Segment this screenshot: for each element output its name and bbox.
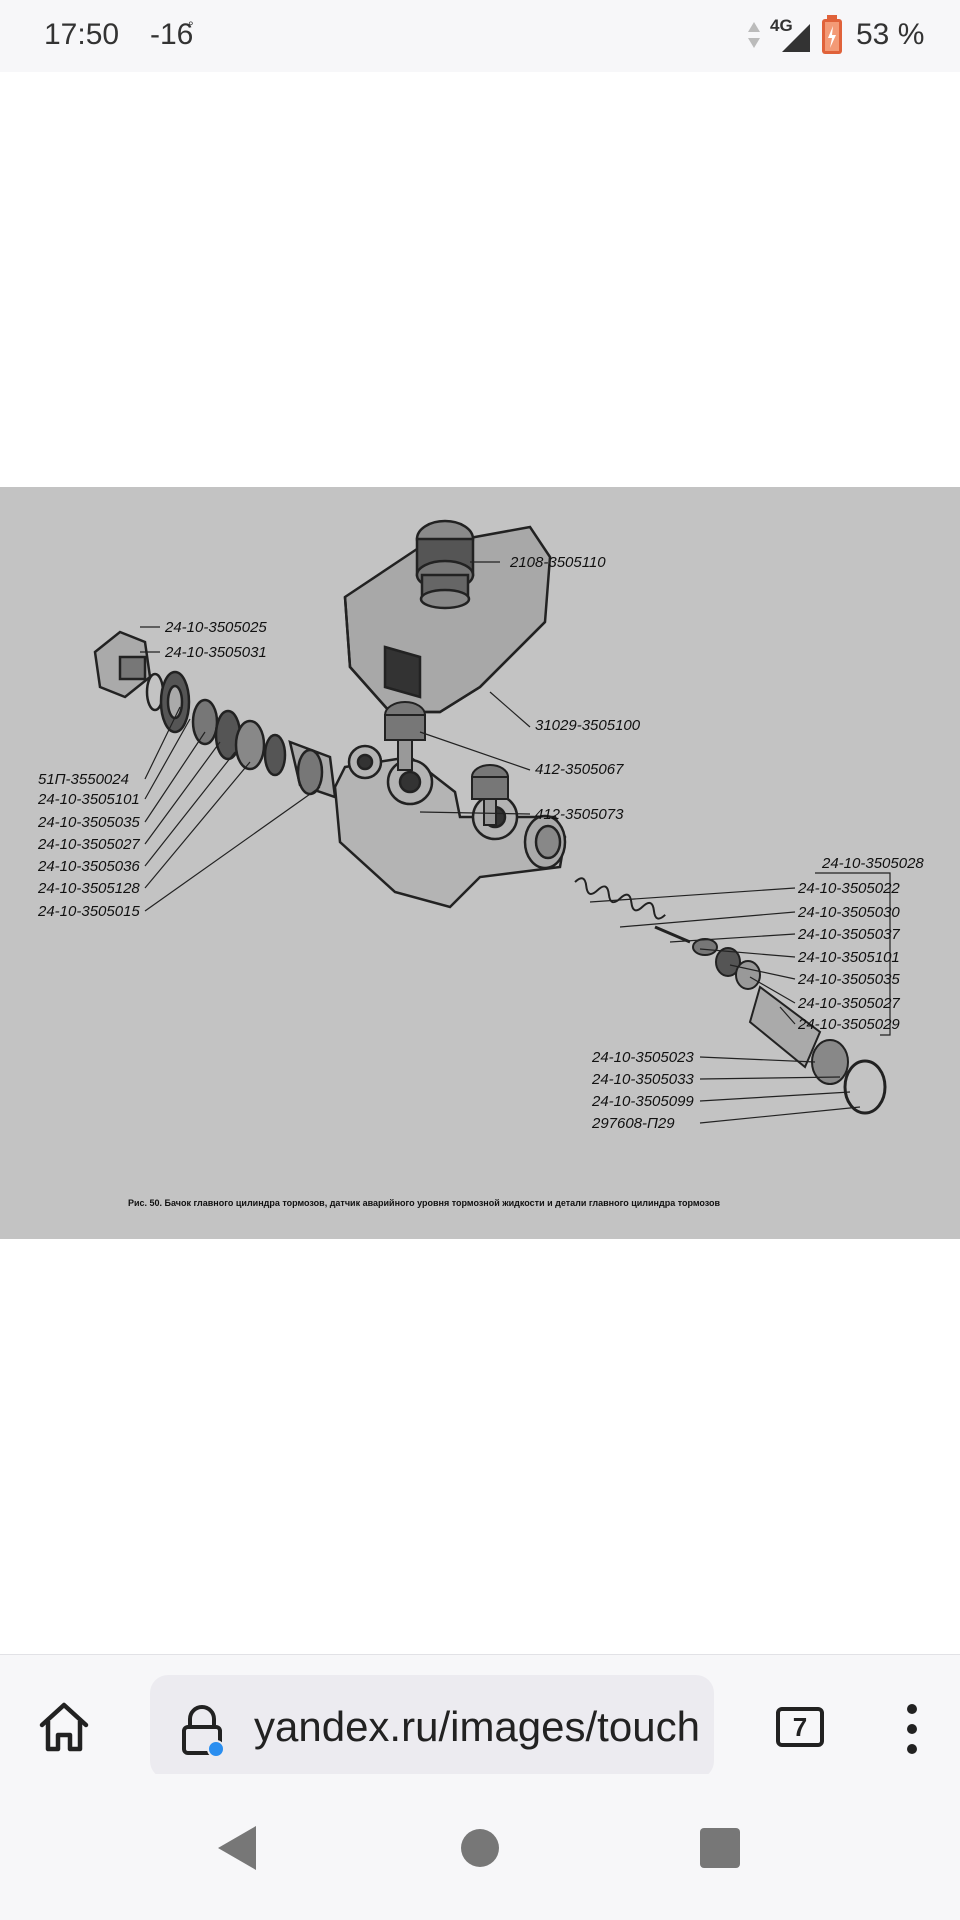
label-24-10-3505029: 24-10-3505029	[797, 1016, 900, 1033]
signal-icon	[782, 24, 810, 52]
status-temperature: -16	[150, 18, 194, 51]
label-24-10-3505031: 24-10-3505031	[164, 644, 267, 661]
label-24-10-3505025: 24-10-3505025	[164, 619, 267, 636]
url-text[interactable]: yandex.ru/images/touch	[254, 1703, 700, 1750]
more-icon[interactable]	[904, 1701, 920, 1757]
label-24-10-3505099: 24-10-3505099	[591, 1093, 694, 1110]
status-bar: 17:50 -16 ° 4G 53 %	[0, 0, 960, 72]
label-412-3505073: 412-3505073	[535, 806, 624, 823]
label-24-10-3505128: 24-10-3505128	[37, 880, 140, 897]
status-time: 17:50	[44, 18, 120, 51]
degree-icon: °	[188, 18, 194, 34]
label-24-10-3505027-right: 24-10-3505027	[797, 995, 900, 1012]
label-24-10-3505015: 24-10-3505015	[37, 903, 140, 920]
home-icon[interactable]	[36, 1699, 92, 1755]
label-51p-3550024: 51П-3550024	[38, 771, 129, 788]
label-31029-3505100: 31029-3505100	[535, 717, 641, 734]
label-24-10-3505023: 24-10-3505023	[591, 1049, 694, 1066]
part-labels: 2108-3505110 31029-3505100 412-3505067 4…	[37, 554, 924, 1132]
label-297608-p29: 297608-П29	[591, 1115, 675, 1132]
label-24-10-3505035-right: 24-10-3505035	[797, 971, 900, 988]
brake-master-cylinder-drawing: 2108-3505110 31029-3505100 412-3505067 4…	[37, 519, 924, 1208]
label-412-3505067: 412-3505067	[535, 761, 624, 778]
label-24-10-3505022: 24-10-3505022	[797, 880, 900, 897]
home-circle-icon[interactable]	[460, 1828, 500, 1868]
left-parts-drawing	[93, 630, 337, 799]
leader-lines	[140, 561, 891, 1124]
figure-caption: Рис. 50. Бачок главного цилиндра тормозо…	[128, 1198, 721, 1208]
network-type: 4G	[770, 16, 793, 35]
lock-icon[interactable]	[178, 1705, 226, 1757]
label-24-10-3505033: 24-10-3505033	[591, 1071, 694, 1088]
label-24-10-3505101-left: 24-10-3505101	[37, 791, 140, 808]
system-navigation-bar	[0, 1774, 960, 1920]
label-24-10-3505028: 24-10-3505028	[821, 855, 924, 872]
label-24-10-3505101-right: 24-10-3505101	[797, 949, 900, 966]
label-24-10-3505030: 24-10-3505030	[797, 904, 900, 921]
tabs-button[interactable]: 7	[776, 1707, 824, 1747]
label-24-10-3505027-left: 24-10-3505027	[37, 836, 140, 853]
level-sensors-drawing	[384, 701, 509, 826]
battery-icon	[822, 15, 842, 54]
reservoir-cap-drawing	[415, 519, 475, 610]
diagram-image[interactable]: 2108-3505110 31029-3505100 412-3505067 4…	[0, 487, 960, 1239]
data-arrows-icon	[748, 22, 760, 48]
recents-icon[interactable]	[700, 1828, 740, 1868]
address-bar[interactable]: yandex.ru/images/touch	[150, 1675, 714, 1779]
battery-level: 53 %	[856, 18, 925, 51]
label-24-10-3505036: 24-10-3505036	[37, 858, 140, 875]
reservoir-drawing	[343, 525, 552, 714]
back-icon[interactable]	[216, 1824, 258, 1872]
label-2108-3505110: 2108-3505110	[509, 554, 606, 571]
browser-toolbar: yandex.ru/images/touch 7	[0, 1654, 960, 1779]
cylinder-body-drawing	[333, 744, 567, 909]
label-24-10-3505035-left: 24-10-3505035	[37, 814, 140, 831]
label-24-10-3505037: 24-10-3505037	[797, 926, 900, 943]
